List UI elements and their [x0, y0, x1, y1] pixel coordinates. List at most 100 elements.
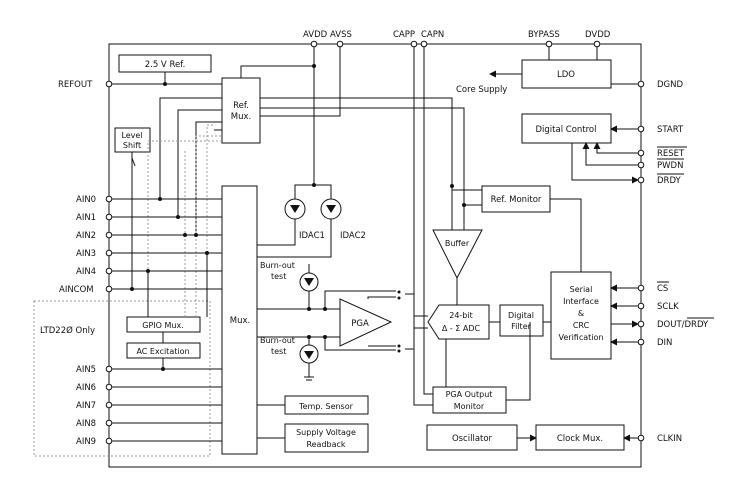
serial-label-5: Verification [559, 333, 604, 342]
ldo-block [521, 59, 612, 89]
serial-label-3: & [578, 309, 584, 318]
pin-ain1 [105, 213, 113, 221]
digital-control-label: Digital Control [536, 125, 597, 135]
idac1-arrow [290, 205, 300, 213]
clock-mux-block [535, 424, 625, 451]
oscillator-block [426, 424, 518, 451]
oscillator-label: Oscillator [452, 434, 493, 444]
digital-control-block [521, 113, 612, 144]
pin-ain3-label: AIN3 [76, 249, 96, 259]
idac2-arrow [326, 205, 336, 213]
ltd-only-region [33, 300, 211, 457]
pin-ain5 [105, 365, 113, 373]
burnout-top-label-2: test [271, 272, 286, 281]
pin-dout-text: DOUT/ [657, 320, 685, 330]
pga-label: PGA [351, 319, 369, 329]
input-mux-label: Mux. [230, 316, 250, 326]
pga-output-monitor-block [432, 386, 507, 414]
pin-drdy-label: DRDY [657, 176, 682, 186]
pin-ain9 [105, 437, 113, 445]
pin-ain2 [105, 231, 113, 239]
pin-dgnd [637, 80, 645, 88]
burnout-bottom-label-1: Burn-out [260, 336, 295, 345]
pin-ain1-label: AIN1 [76, 213, 96, 223]
core-supply-label: Core Supply [456, 85, 507, 95]
adc-label-1: 24-bit [449, 311, 473, 320]
pin-ain8 [105, 419, 113, 427]
pin-bypass-label: BYPASS [528, 30, 560, 40]
pin-capp [410, 40, 418, 48]
pin-ain0 [105, 195, 113, 203]
pin-cs [637, 284, 645, 292]
level-shift-label-2: Shift [123, 141, 141, 150]
pin-reset [637, 149, 645, 157]
pin-ain5-label: AIN5 [76, 365, 96, 375]
pin-bypass [545, 40, 553, 48]
digital-filter-label-1: Digital [508, 311, 534, 320]
pin-capn [420, 40, 428, 48]
pin-dgnd-label: DGND [657, 80, 683, 90]
ac-excitation-label: AC Excitation [136, 347, 189, 356]
idac2-label: IDAC2 [340, 231, 366, 241]
pin-ain7 [105, 401, 113, 409]
supply-readback-label-1: Supply Voltage [296, 428, 356, 437]
clock-mux-label: Clock Mux. [557, 434, 603, 444]
pin-ain8-label: AIN8 [76, 419, 96, 429]
pin-reset-label: RESET [657, 149, 685, 159]
serial-label-2: Interface [563, 297, 599, 306]
chip-outline [108, 43, 642, 468]
pin-start [637, 125, 645, 133]
pin-dvdd-label: DVDD [585, 30, 611, 40]
pin-sclk [637, 302, 645, 310]
adc-label-2: Δ - Σ ADC [442, 324, 481, 333]
burnout-top-label-1: Burn-out [260, 261, 295, 270]
supply-readback-label-2: Readback [306, 440, 345, 449]
pin-capn-label: CAPN [421, 30, 444, 40]
pin-clkin [637, 434, 645, 442]
pin-pwdn-label: PWDN [657, 161, 683, 171]
burnout-bottom-label-2: test [271, 347, 286, 356]
pin-pwdn [637, 161, 645, 169]
digital-filter-label-2: Filter [511, 322, 532, 331]
pga-output-monitor-label-1: PGA Output [446, 390, 493, 399]
pin-ain4 [105, 267, 113, 275]
pin-dvdd [593, 40, 601, 48]
pin-ain6-label: AIN6 [76, 383, 96, 393]
pin-avdd [310, 40, 318, 48]
ldo-label: LDO [557, 70, 575, 80]
buffer-amplifier [432, 229, 483, 280]
burnout-top-arrow [304, 278, 314, 286]
pga-amplifier [339, 298, 393, 347]
input-mux-block [221, 185, 258, 455]
ref-monitor-label: Ref. Monitor [491, 195, 542, 205]
temp-sensor-label: Temp. Sensor [298, 402, 354, 411]
pga-output-monitor-label-2: Monitor [454, 402, 485, 411]
pin-din-label: DIN [657, 338, 672, 348]
serial-interface-block [550, 271, 612, 360]
pin-ain0-label: AIN0 [76, 195, 96, 205]
pin-refout-label: REFOUT [58, 80, 93, 90]
pin-start-label: START [657, 125, 684, 135]
pin-ain7-label: AIN7 [76, 401, 96, 411]
ref-mux-label-1: Ref. [233, 101, 249, 111]
pin-aincom-label: AINCOM [59, 285, 94, 295]
pin-capp-label: CAPP [393, 30, 415, 40]
pin-aincom [105, 285, 113, 293]
ref25-label: 2.5 V Ref. [145, 60, 186, 70]
pin-refout [105, 80, 113, 88]
level-shift-block [114, 127, 151, 153]
pin-avdd-label: AVDD [303, 30, 328, 40]
pin-ain4-label: AIN4 [76, 267, 96, 277]
serial-label-4: CRC [573, 321, 590, 330]
ref-mux-label-2: Mux. [231, 112, 251, 122]
pin-avss [336, 40, 344, 48]
pin-clkin-label: CLKIN [657, 434, 682, 444]
ltd-only-label: LTD22Ø Only [40, 325, 95, 336]
ref-monitor-block [481, 185, 551, 213]
pin-dout [637, 320, 645, 328]
pin-din [637, 338, 645, 346]
pin-cs-label: CS [657, 284, 668, 294]
pin-sclk-label: SCLK [657, 302, 679, 312]
pin-dout-label: DOUT/DRDY [657, 320, 709, 330]
